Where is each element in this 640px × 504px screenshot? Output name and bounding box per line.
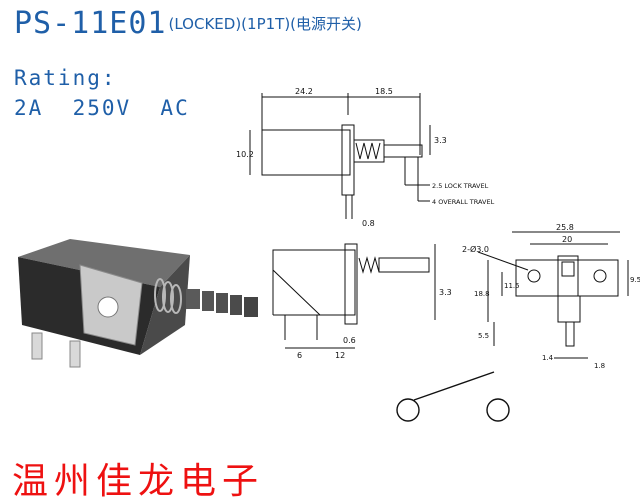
- plunger: [186, 289, 258, 317]
- side-view-drawing: 24.2 18.5 10.2 3.3 2.5 LOCK TRAVEL 4 OVE…: [236, 87, 495, 228]
- end-view-drawing: 2-Ø3.0 25.8 20 18.8 11.5 9.5 5.5 1.4 1.8: [462, 223, 640, 370]
- switch-photo: [18, 239, 258, 368]
- spring: [154, 278, 182, 314]
- dim-6: 6: [297, 351, 302, 360]
- switch-body-top: [18, 239, 190, 287]
- hole-label: 2-Ø3.0: [462, 244, 489, 254]
- company-name: 温州佳龙电子: [12, 461, 265, 502]
- dim-18-8: 18.8: [474, 290, 490, 298]
- rating-label: Rating:: [14, 66, 117, 90]
- dim-0-8: 0.8: [362, 219, 375, 228]
- schematic-lever: [413, 371, 495, 401]
- dim-10-2: 10.2: [236, 150, 254, 159]
- dim-1-4: 1.4: [542, 354, 554, 362]
- frame-hole: [97, 296, 119, 318]
- dim-12: 12: [335, 351, 345, 360]
- dim-11-5: 11.5: [504, 282, 520, 290]
- dim-18-5: 18.5: [375, 87, 393, 96]
- terminal-right: [69, 340, 81, 368]
- schematic-contact-left: [396, 398, 420, 422]
- front-view-drawing: 3.3 0.6 6 12: [272, 243, 452, 360]
- product-title: PS-11E01(LOCKED)(1P1T)(电源开关): [14, 6, 362, 41]
- dim-5-5: 5.5: [478, 332, 489, 340]
- terminal-left: [31, 332, 43, 360]
- model-number: PS-11E01: [14, 6, 167, 41]
- dim-20: 20: [562, 235, 572, 244]
- switch-body-side: [140, 255, 190, 355]
- overall-travel-label: 4 OVERALL TRAVEL: [432, 198, 495, 206]
- dim-0-6: 0.6: [343, 336, 356, 345]
- dim-3-3-front: 3.3: [439, 288, 452, 297]
- model-subtitle: (LOCKED)(1P1T)(电源开关): [168, 15, 362, 33]
- lock-travel-label: 2.5 LOCK TRAVEL: [432, 182, 489, 190]
- switch-schematic-symbol: [396, 371, 510, 422]
- rating-value: 2A 250V AC: [14, 96, 190, 120]
- dim-1-8: 1.8: [594, 362, 605, 370]
- dim-9-5: 9.5: [630, 276, 640, 284]
- dim-3-3-side: 3.3: [434, 136, 447, 145]
- schematic-contact-right: [486, 398, 510, 422]
- dim-24-2: 24.2: [295, 87, 313, 96]
- dim-25-8: 25.8: [556, 223, 574, 232]
